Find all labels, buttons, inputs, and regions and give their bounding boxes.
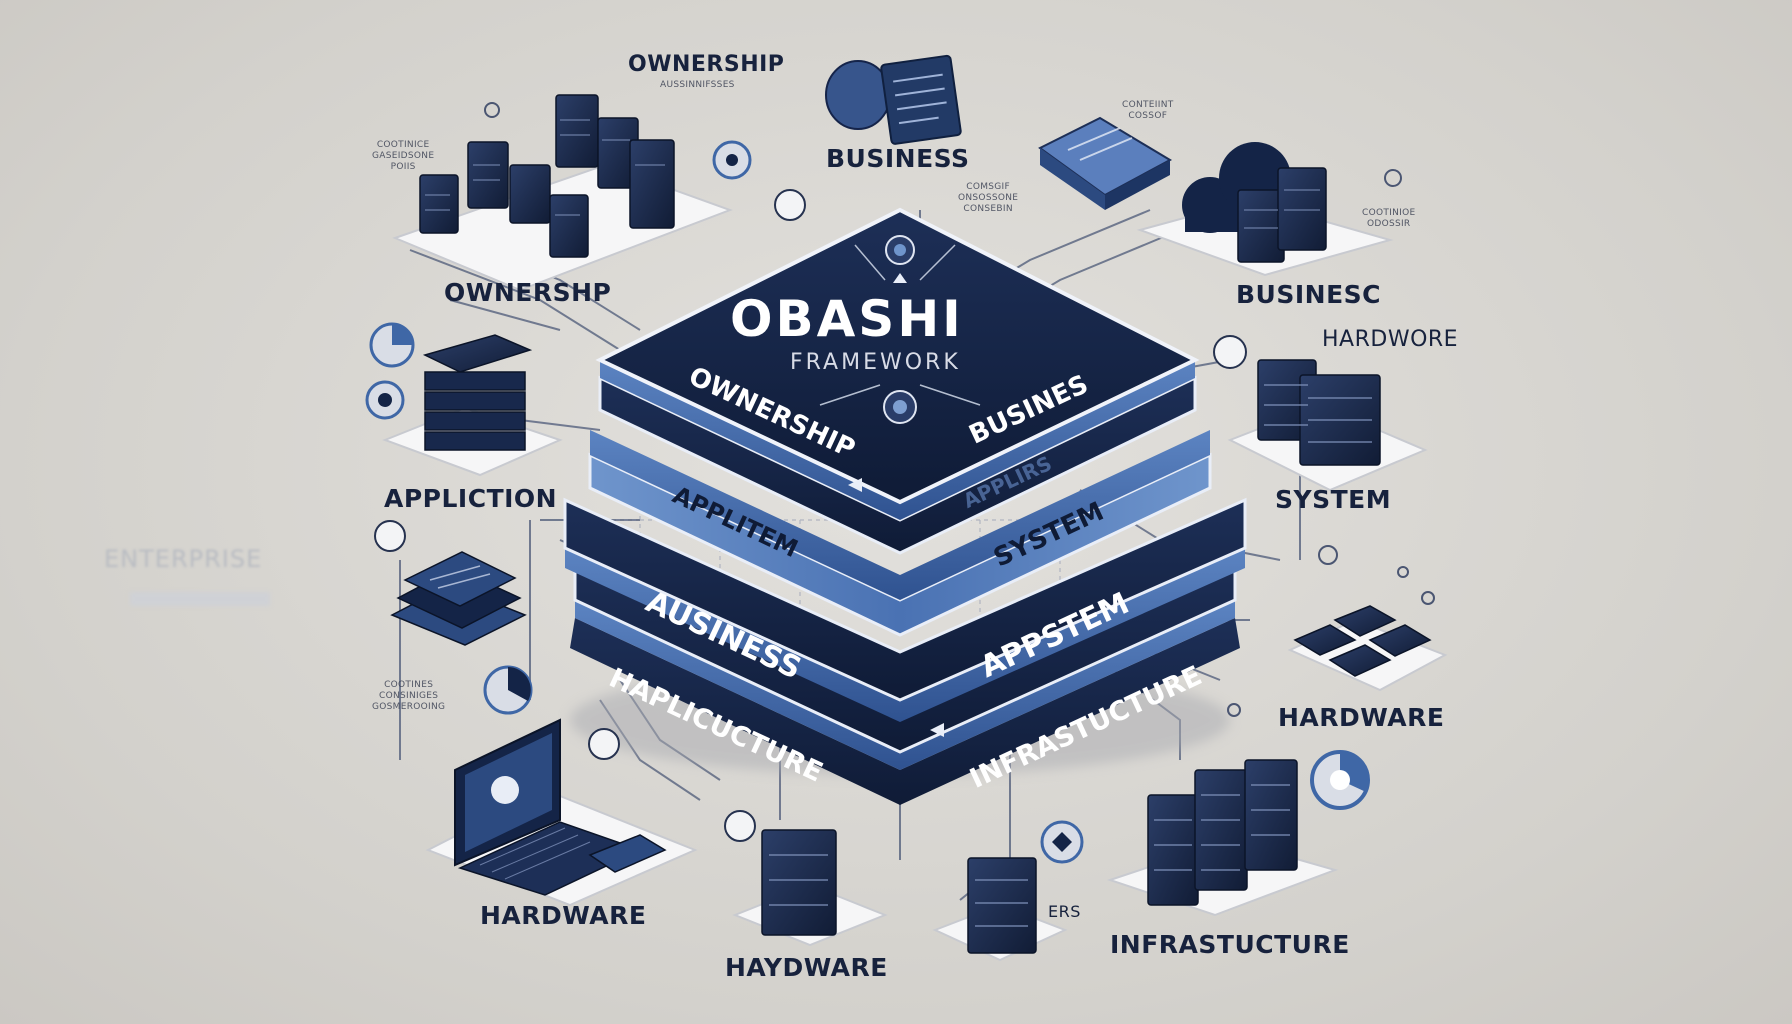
- pie-chart-icon: [483, 665, 533, 715]
- laptop-icon: [454, 718, 667, 896]
- server-rack-icon: [1244, 759, 1298, 871]
- note-top-center: COMSGIF ONSOSSONE CONSEBIN: [958, 182, 1019, 214]
- server-rack-icon: [1147, 794, 1199, 906]
- label-enterprise: ENTERPRISE: [104, 545, 263, 573]
- network-node-icon: [1040, 820, 1084, 864]
- note-top-right: CONTEIINT COSSOF: [1122, 100, 1174, 121]
- server-rack-icon: [549, 194, 589, 258]
- label-application: APPLICTION: [384, 484, 558, 513]
- network-node-icon: [883, 390, 917, 424]
- framework-title: OBASHI: [730, 290, 964, 348]
- server-cluster-top-left: [392, 94, 733, 292]
- server-platform-haydware: [732, 829, 888, 947]
- label-business-top: BUSINESS: [826, 144, 970, 173]
- document-icon: [374, 189, 1247, 842]
- network-node-icon: [484, 102, 1435, 717]
- server-rack-icon: [509, 164, 551, 224]
- server-rack-icon: [761, 829, 837, 936]
- server-rack-icon: [629, 139, 675, 229]
- pie-chart-icon: [369, 322, 415, 368]
- server-rack-icon: [1194, 769, 1248, 891]
- cloud-cluster-top-right: [1136, 142, 1394, 277]
- server-rack-icon: [967, 857, 1037, 954]
- label-hardwore: HARDWORE: [1322, 327, 1459, 352]
- document-stack-left: [390, 551, 527, 646]
- top-diamond: [595, 207, 1200, 505]
- pie-chart-icon: [365, 380, 405, 420]
- note-right: COOTINIOE ODOSSIR: [1362, 208, 1416, 229]
- server-rack-icon: [555, 94, 599, 168]
- note-top-left: COOTINICE GASEIDSONE POIIS: [372, 140, 435, 172]
- label-ownership-top: OWNERSHIP: [628, 52, 785, 77]
- label-hardware-bottom-left: HARDWARE: [480, 901, 647, 930]
- server-rack-icon: [467, 141, 509, 209]
- server-rack-icon: [1237, 189, 1285, 263]
- label-hardware-right: HARDWARE: [1278, 703, 1445, 732]
- server-rack-icon: [1277, 167, 1327, 251]
- enterprise-blur: [130, 592, 270, 606]
- note-left: COOTINES CONSINIGES GOSMEROOING: [372, 680, 446, 712]
- label-ers: ERS: [1048, 902, 1081, 921]
- server-rack-icon: [419, 174, 459, 234]
- document-icon: [825, 54, 962, 145]
- label-system: SYSTEM: [1275, 485, 1392, 514]
- server-platform-ers: [932, 857, 1068, 962]
- layer-infrastructure: [570, 618, 1240, 805]
- switch-platform-hardware: [1287, 605, 1448, 692]
- label-ownership-top-sub: AUSSINNIFSSES: [660, 80, 735, 90]
- central-stack: [563, 207, 1247, 805]
- laptop-platform-hardware: [425, 718, 698, 907]
- label-infrastucture: INFRASTUCTURE: [1110, 930, 1350, 959]
- server-platform-application: [382, 334, 563, 477]
- label-haydware: HAYDWARE: [725, 953, 888, 982]
- document-platform-top-right: [1038, 116, 1173, 210]
- label-business-right: BUSINESC: [1236, 280, 1382, 309]
- server-cluster-infrastructure: [1106, 759, 1339, 917]
- network-node-icon: [885, 235, 915, 283]
- network-node-icon: [712, 140, 752, 180]
- label-ownership-left: OWNERSHP: [444, 278, 612, 307]
- framework-subtitle: FRAMEWORK: [790, 350, 961, 375]
- server-platform-system: [1227, 359, 1428, 492]
- server-rack-icon: [422, 334, 533, 451]
- pie-chart-icon: [1310, 750, 1370, 810]
